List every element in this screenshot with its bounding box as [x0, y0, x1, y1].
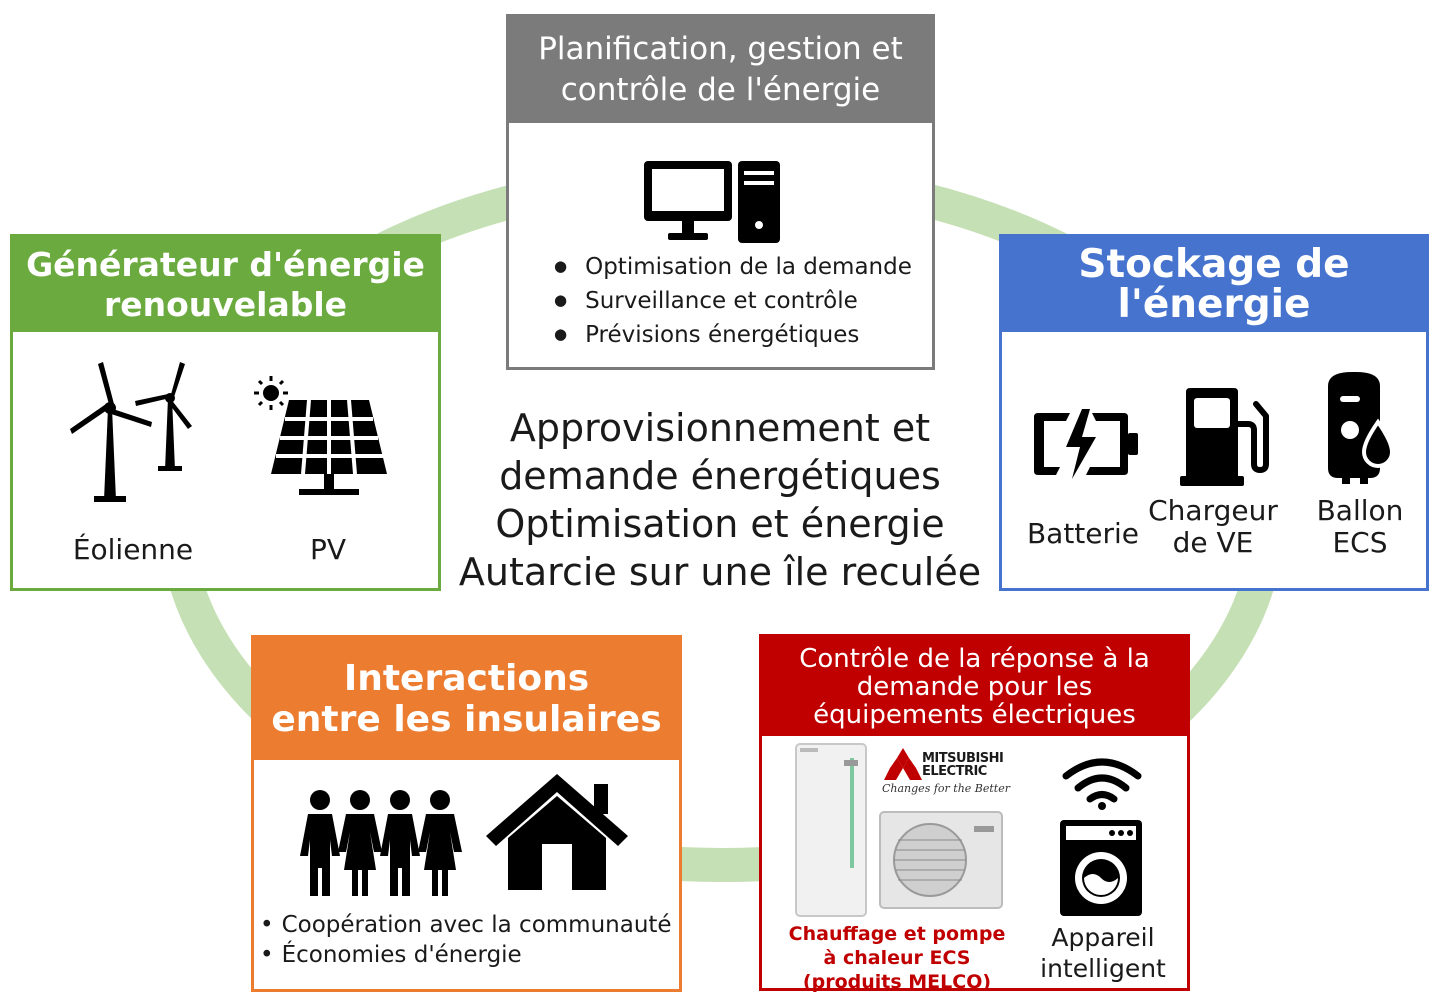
storage-item-label: Chargeur de VE	[1148, 495, 1278, 559]
interactions-title-line: entre les insulaires	[271, 699, 662, 740]
brand-logo-text: MITSUBISHI ELECTRIC	[922, 751, 1004, 779]
planning-bullet: Optimisation de la demande	[554, 251, 912, 285]
generator-title-line: renouvelable	[103, 284, 348, 324]
planning-bullets: Optimisation de la demande Surveillance …	[554, 251, 912, 353]
control-title-line: Contrôle de la réponse à la	[799, 643, 1150, 674]
people-icon	[300, 790, 462, 896]
center-line: demande énergétiques	[499, 454, 941, 498]
storage-item-label: Ballon ECS	[1302, 495, 1418, 559]
smart-label-line: intelligent	[1040, 954, 1166, 983]
generator-title: Générateur d'énergie renouvelable	[13, 237, 438, 332]
center-line: Optimisation et énergie	[495, 502, 945, 546]
storage-title-line: Stockage de	[1078, 241, 1350, 287]
generator-item-label: PV	[309, 533, 347, 566]
product-caption-line: (produits MELCO)	[802, 971, 992, 993]
generator-item-label: Éolienne	[72, 533, 194, 566]
planning-content: Optimisation de la demande Surveillance …	[509, 123, 932, 364]
center-text: Approvisionnement et demande énergétique…	[440, 404, 1000, 596]
planning-bullet: Surveillance et contrôle	[554, 285, 912, 319]
center-line: Approvisionnement et	[509, 406, 931, 450]
product-caption: Chauffage et pompe à chaleur ECS (produi…	[772, 922, 1022, 994]
storage-item-label: Batterie	[1018, 518, 1148, 550]
interactions-bullets: Coopération avec la communauté Économies…	[260, 910, 672, 970]
center-line: Autarcie sur une île reculée	[458, 550, 982, 594]
control-box: Contrôle de la réponse à la demande pour…	[759, 634, 1190, 994]
ev-charger-icon	[1180, 388, 1269, 486]
battery-icon	[1034, 409, 1138, 479]
smart-label-line: Appareil	[1051, 923, 1155, 952]
generator-box: Générateur d'énergie renouvelable	[10, 234, 441, 591]
storage-title-line: l'énergie	[1117, 281, 1311, 327]
storage-label-line: Ballon	[1316, 494, 1404, 527]
storage-label-line: de VE	[1172, 526, 1254, 559]
mitsubishi-logo-icon	[884, 748, 922, 780]
planning-title-line: Planification, gestion et	[538, 31, 903, 67]
storage-title: Stockage de l'énergie	[1002, 237, 1426, 332]
generator-title-line: Générateur d'énergie	[26, 244, 425, 284]
product-caption-line: Chauffage et pompe	[788, 923, 1006, 945]
brand-logo-line: ELECTRIC	[922, 764, 987, 779]
smart-appliance-label: Appareil intelligent	[1030, 922, 1176, 984]
control-title-line: demande pour les	[856, 671, 1093, 702]
house-icon	[486, 774, 628, 890]
wind-turbine-icon	[70, 362, 192, 502]
brand-slogan: Changes for the Better	[882, 782, 1010, 795]
washing-machine-icon	[1060, 820, 1142, 916]
planning-title-line: contrôle de l'énergie	[560, 72, 881, 108]
interactions-box: Interactions entre les insulaires Coopér…	[251, 635, 682, 992]
planning-bullet: Prévisions énergétiques	[554, 319, 912, 353]
control-title: Contrôle de la réponse à la demande pour…	[762, 637, 1187, 736]
interactions-title-line: Interactions	[343, 658, 590, 699]
interactions-bullet: Coopération avec la communauté	[260, 910, 672, 940]
storage-label-line: ECS	[1332, 526, 1388, 559]
interactions-bullet: Économies d'énergie	[260, 940, 672, 970]
storage-label-line: Chargeur	[1148, 494, 1278, 527]
product-caption-line: à chaleur ECS	[823, 947, 971, 969]
computer-icon	[644, 161, 780, 243]
heat-pump-icon	[795, 743, 1003, 917]
control-title-line: équipements électriques	[813, 699, 1136, 730]
planning-title: Planification, gestion et contrôle de l'…	[509, 17, 932, 123]
planning-box: Planification, gestion et contrôle de l'…	[506, 14, 935, 370]
water-heater-icon	[1328, 372, 1394, 484]
brand-logo-line: MITSUBISHI	[922, 751, 1004, 766]
wifi-icon	[1062, 758, 1142, 810]
storage-box: Stockage de l'énergie Batterie Char	[999, 234, 1429, 591]
storage-label-line: Batterie	[1026, 517, 1140, 550]
interactions-title: Interactions entre les insulaires	[254, 638, 679, 760]
solar-panel-icon	[254, 376, 387, 495]
